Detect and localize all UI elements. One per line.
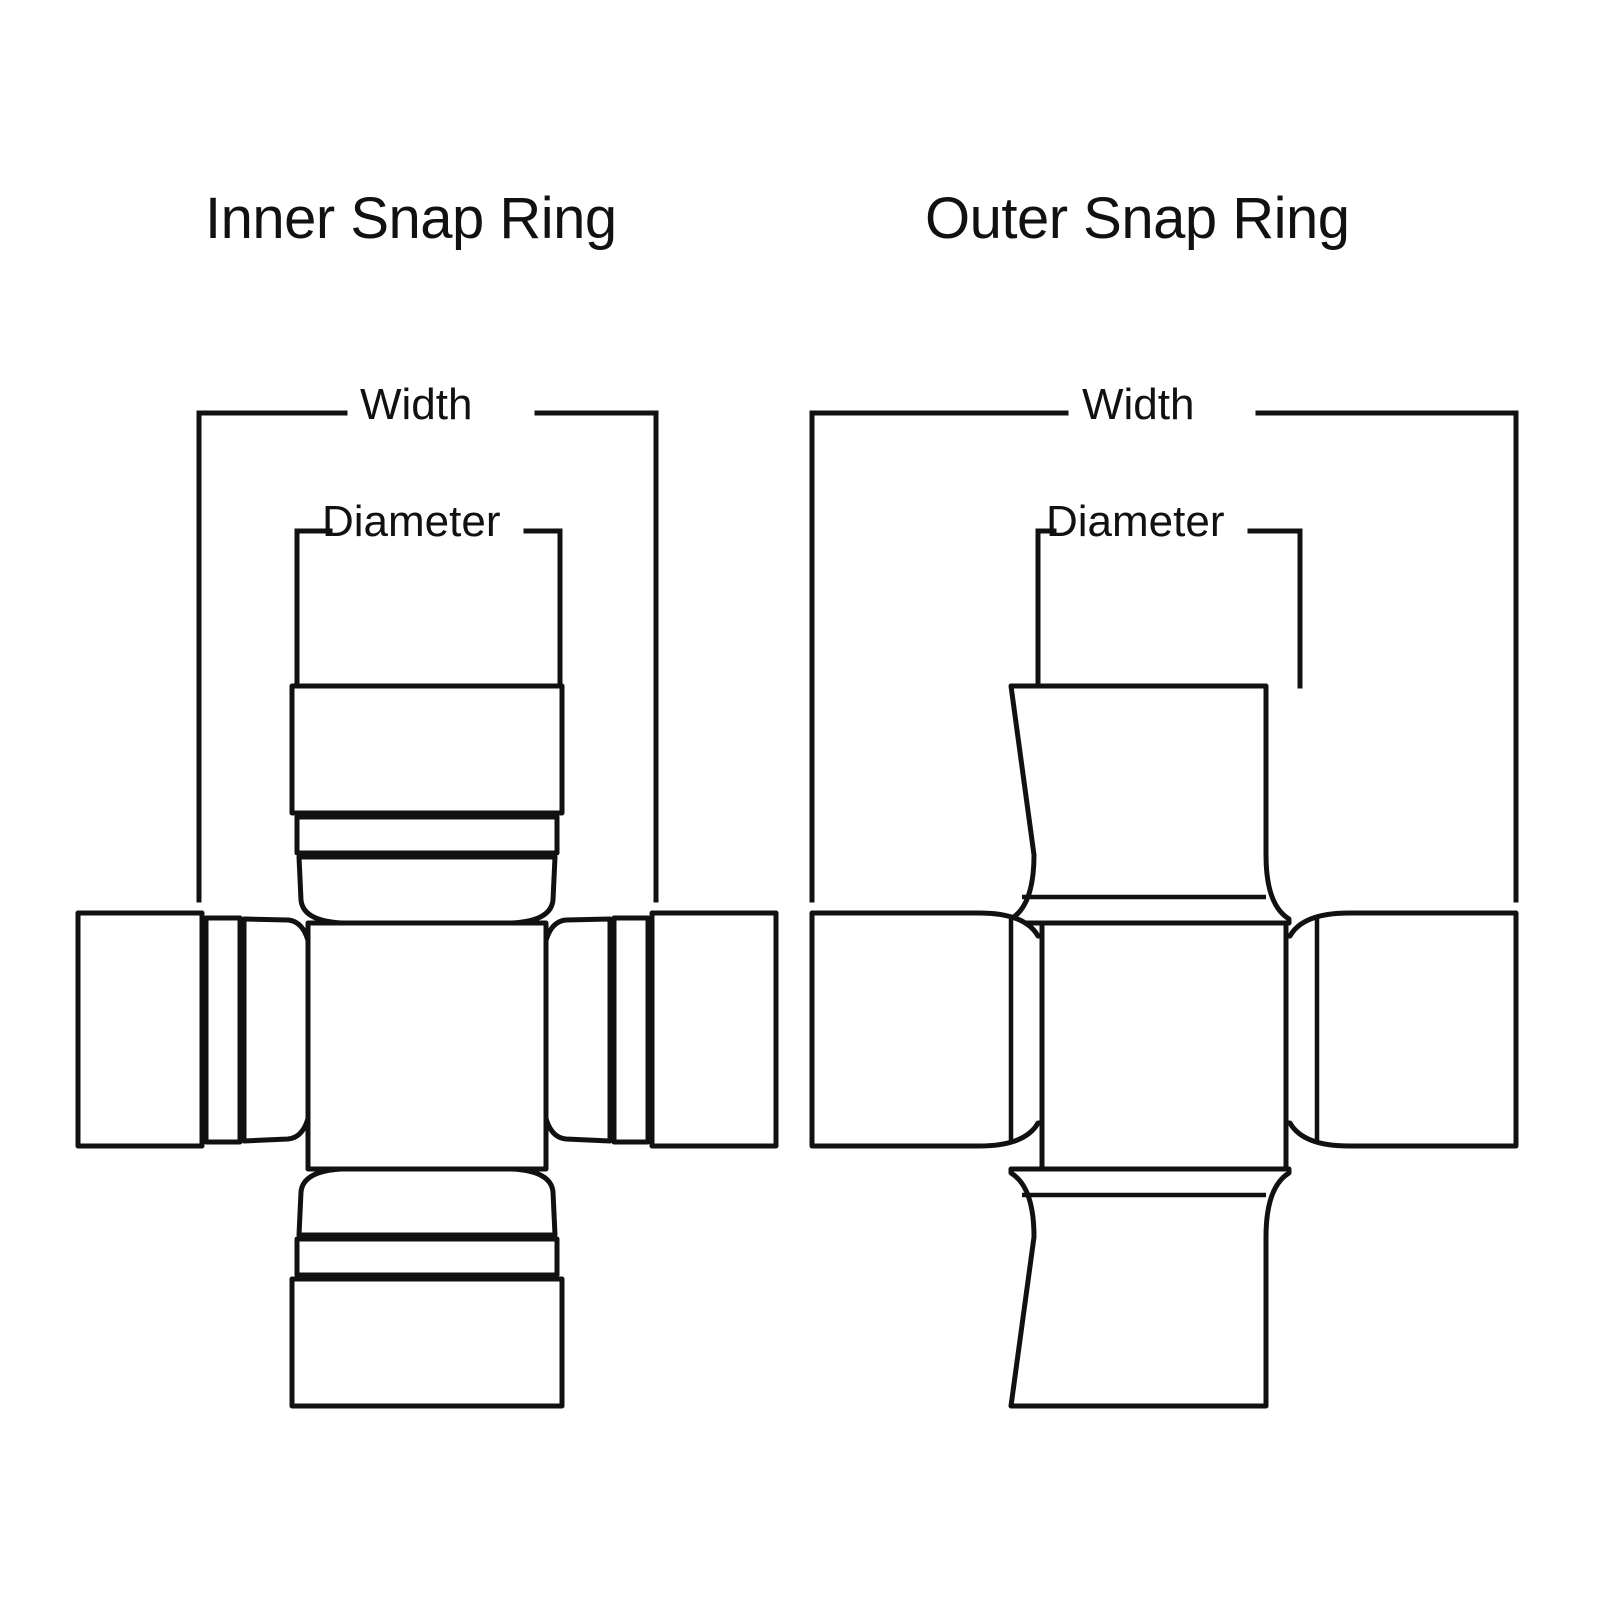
- right-bearing-cap-outer: [1283, 910, 1519, 1149]
- inner-snap-ring-drawing: [75, 410, 779, 1409]
- diameter-bracket-outer: [1035, 528, 1303, 689]
- width-bracket-inner: [196, 410, 659, 903]
- cross-body-outer: [1039, 920, 1289, 1172]
- cross-body-inner: [305, 920, 549, 1172]
- left-bearing-cap-inner: [75, 910, 314, 1149]
- left-bearing-cap-outer: [809, 910, 1045, 1149]
- dimension-label-width-inner: Width: [360, 380, 473, 429]
- outer-snap-ring-drawing: [809, 410, 1519, 1409]
- panel-title-inner-snap-ring: Inner Snap Ring: [205, 186, 617, 251]
- dimension-label-diameter-inner: Diameter: [322, 497, 501, 546]
- width-bracket-outer: [809, 410, 1519, 903]
- dimension-label-diameter-outer: Diameter: [1046, 497, 1225, 546]
- dimension-label-width-outer: Width: [1082, 380, 1195, 429]
- panel-title-outer-snap-ring: Outer Snap Ring: [925, 186, 1350, 251]
- right-bearing-cap-inner: [540, 910, 779, 1149]
- top-bearing-cap-inner: [289, 683, 565, 926]
- bottom-bearing-cap-outer: [1008, 1166, 1292, 1409]
- diameter-bracket-inner: [294, 528, 563, 689]
- bottom-bearing-cap-inner: [289, 1166, 565, 1409]
- top-bearing-cap-outer: [1008, 683, 1292, 926]
